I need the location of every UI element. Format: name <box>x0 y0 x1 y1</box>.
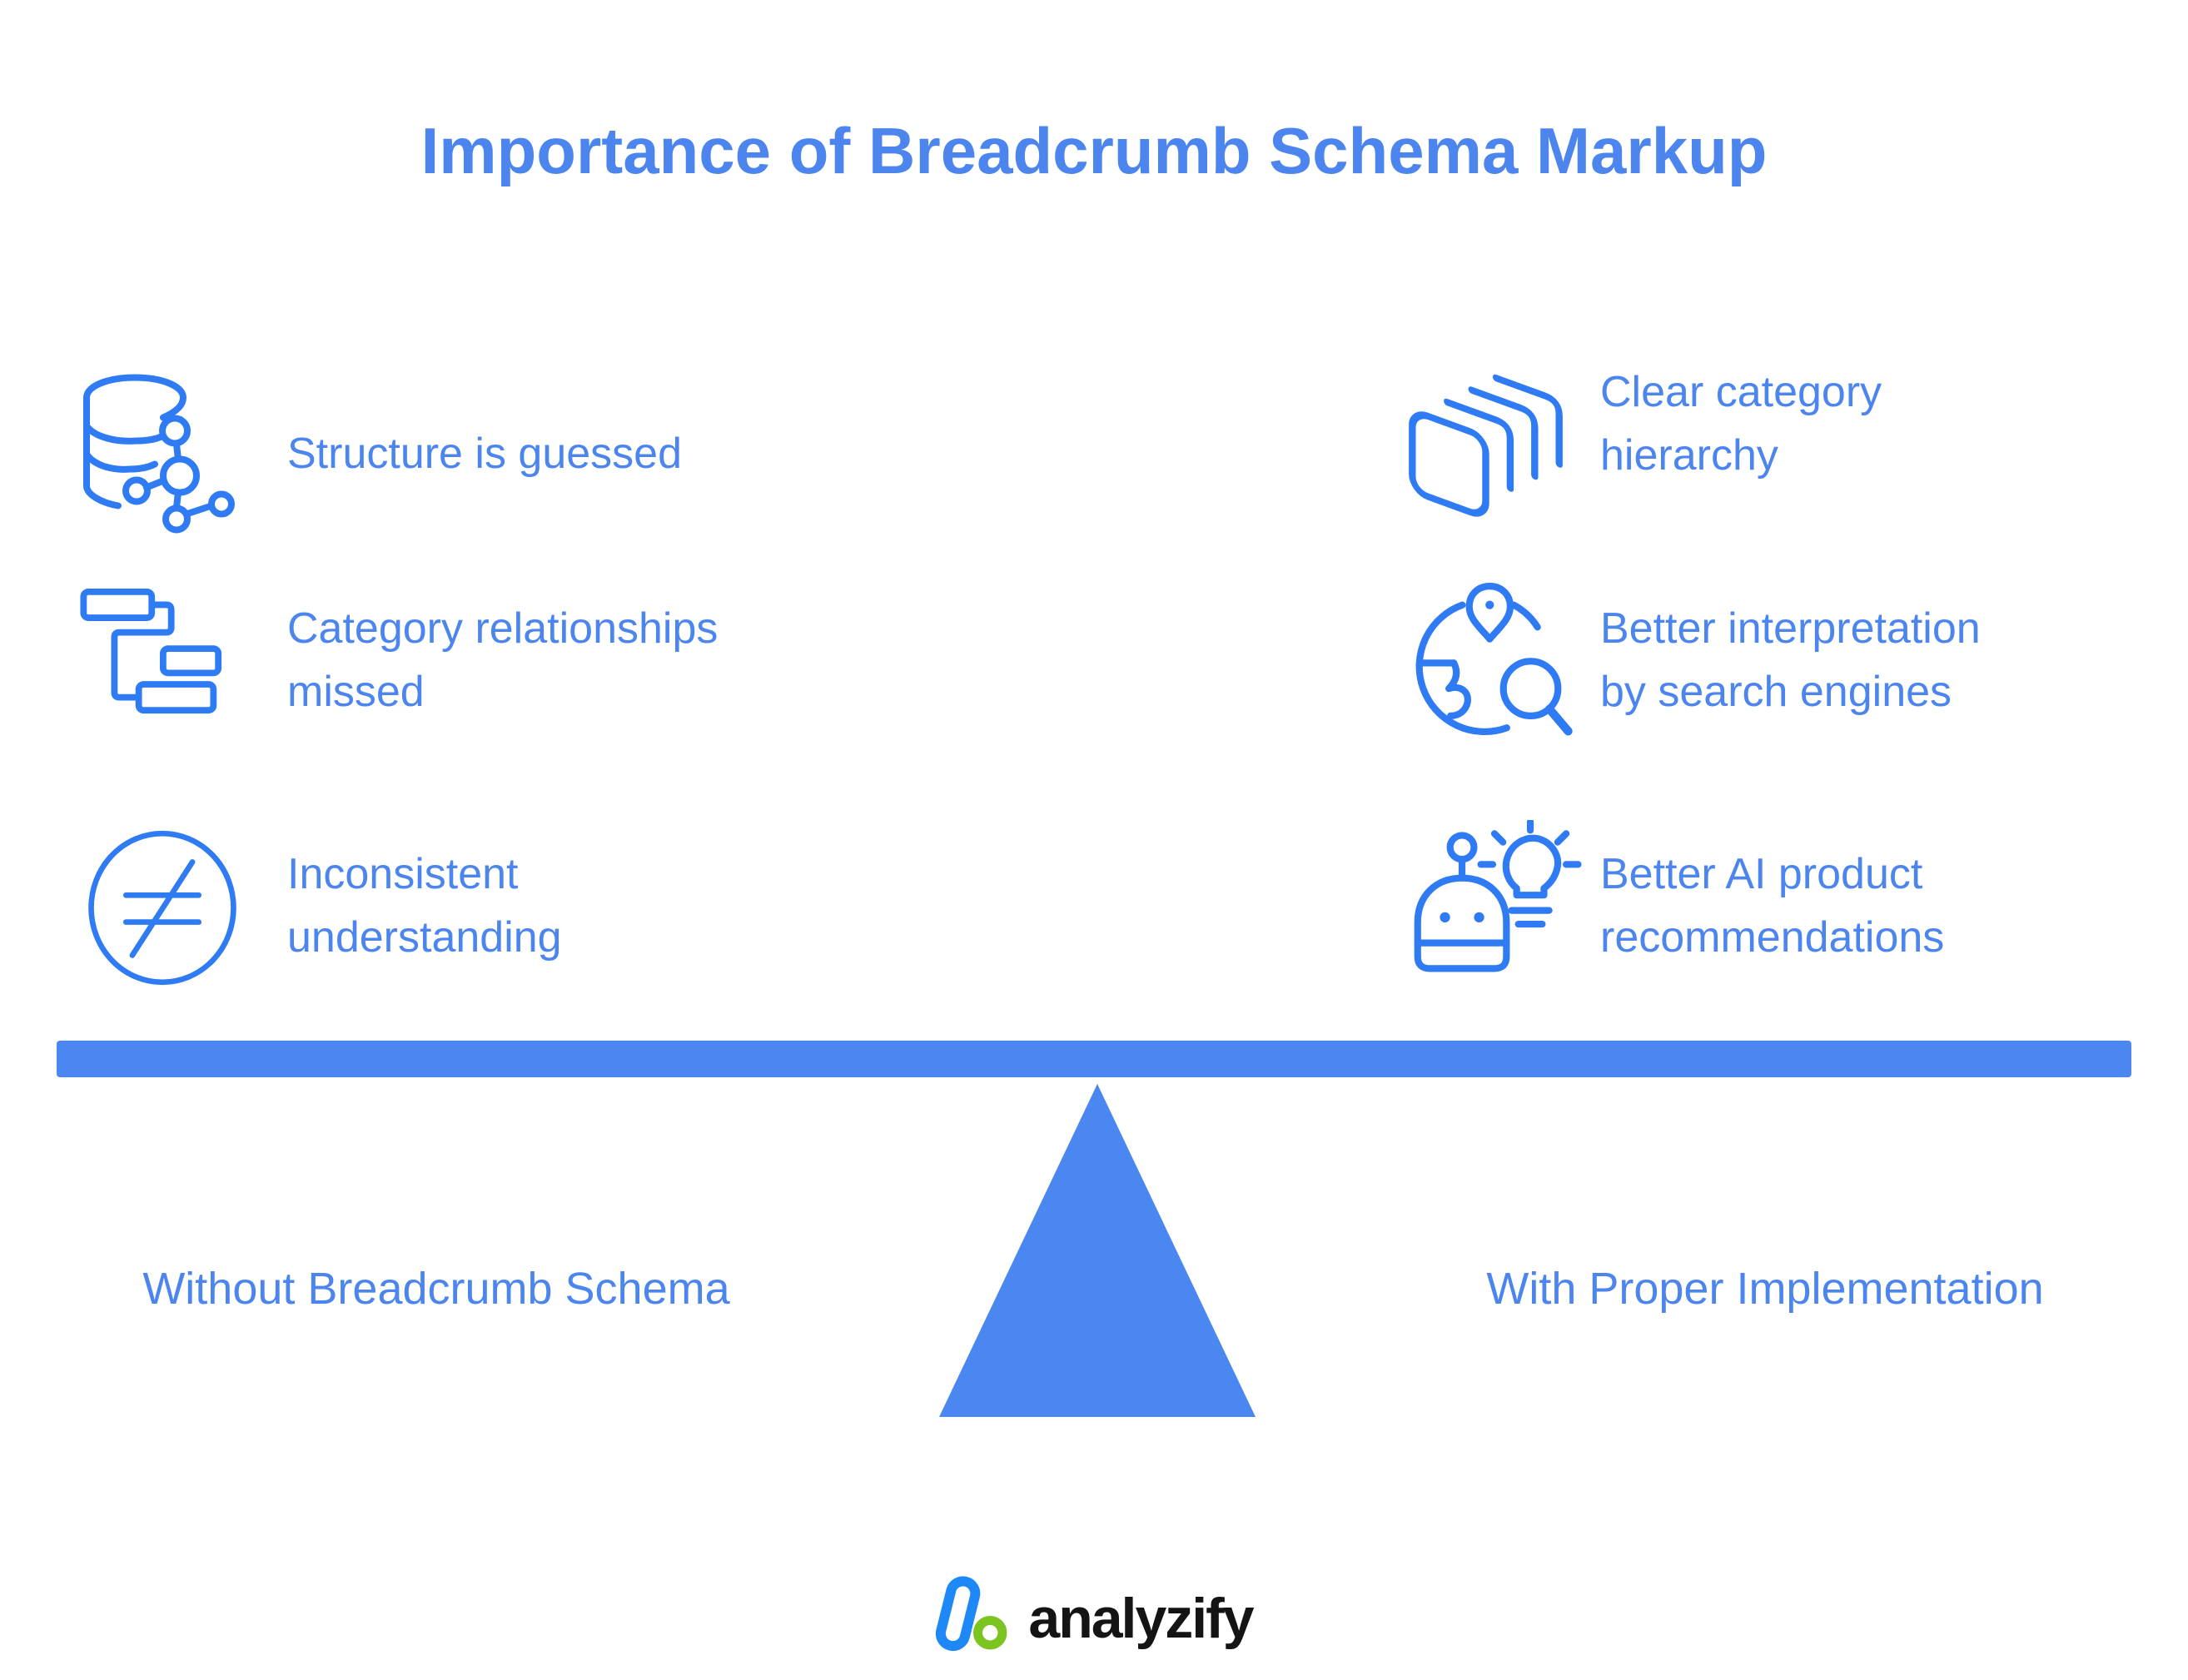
fulcrum-triangle <box>939 1084 1257 1423</box>
balance-beam <box>57 1041 2131 1077</box>
database-structure-icon <box>73 369 240 539</box>
brand-name: analyzify <box>1028 1586 1254 1650</box>
left-item-text: Structure is guessed <box>287 430 683 478</box>
analyzify-logo-icon <box>935 1576 1012 1660</box>
right-item-text: Better interpretation by search engines <box>1600 604 1981 716</box>
page-title: Importance of Breadcrumb Schema Markup <box>420 114 1768 187</box>
left-item-text: Category relationships missed <box>287 604 719 716</box>
globe-search-icon <box>1407 583 1586 753</box>
right-item-text: Better AI product recommendations <box>1600 850 1945 962</box>
right-side-label: With Proper Implementation <box>1486 1264 2044 1314</box>
robot-idea-icon <box>1403 820 1586 991</box>
layers-icon <box>1407 345 1582 524</box>
brand-footer: analyzify <box>0 1576 2188 1660</box>
left-side-label: Without Breadcrumb Schema <box>142 1264 730 1314</box>
category-sitemap-icon <box>77 587 243 749</box>
not-equal-icon <box>83 827 241 989</box>
right-item-text: Clear category hierarchy <box>1600 368 1882 480</box>
left-item-text: Inconsistent understanding <box>287 850 562 962</box>
